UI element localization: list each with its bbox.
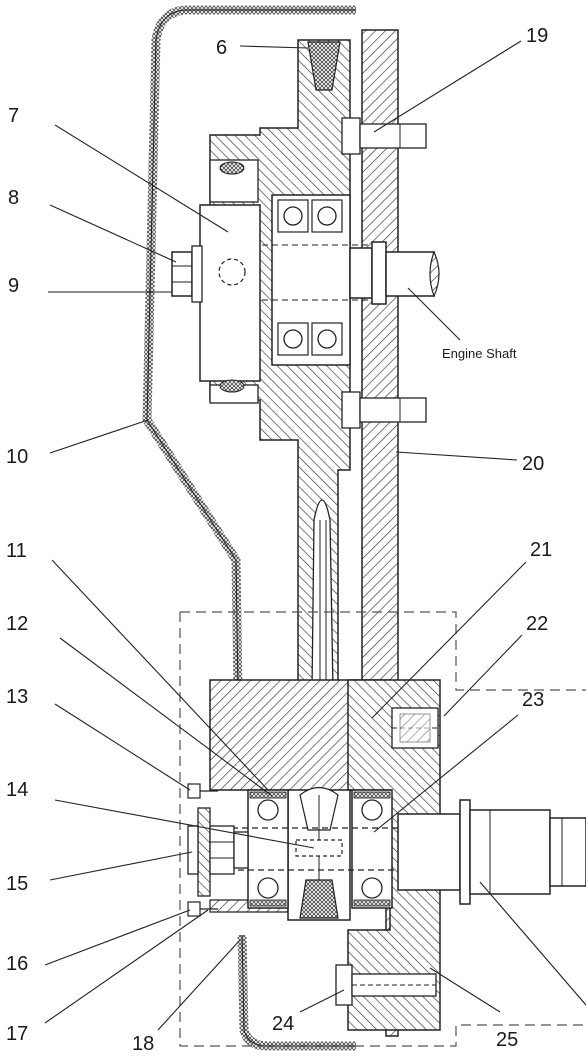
label-7: 7 <box>8 105 19 127</box>
upper-nut <box>171 245 203 303</box>
output-shaft <box>397 799 586 905</box>
label-11: 11 <box>6 540 27 562</box>
engine-shaft-caption: Engine Shaft <box>442 346 517 361</box>
lower-cap-screw <box>187 901 218 917</box>
part-labels: 6 7 8 9 10 11 12 13 14 15 16 17 18 19 20… <box>6 25 552 1055</box>
engine-shaft <box>349 241 440 305</box>
label-23: 23 <box>522 689 544 711</box>
label-9: 9 <box>8 275 19 297</box>
label-24: 24 <box>272 1013 294 1035</box>
label-22: 22 <box>526 613 548 635</box>
label-20: 20 <box>522 453 544 475</box>
lower-bearing-left <box>247 789 289 909</box>
upper-v-belt <box>307 41 341 91</box>
upper-bearing-block <box>262 194 372 366</box>
label-17: 17 <box>6 1023 28 1045</box>
leader-lines <box>44 40 586 1031</box>
lower-bearing-right <box>351 789 393 909</box>
bolt-24 <box>335 964 437 1006</box>
label-19: 19 <box>526 25 548 47</box>
label-6: 6 <box>216 37 227 59</box>
bolt-22 <box>391 707 439 749</box>
upper-hub <box>199 159 261 404</box>
lower-assembly-outline <box>179 611 586 1047</box>
label-12: 12 <box>6 613 28 635</box>
label-14: 14 <box>6 779 28 801</box>
label-13: 13 <box>6 686 28 708</box>
label-16: 16 <box>6 953 28 975</box>
upper-bolt <box>341 117 427 155</box>
label-25: 25 <box>496 1029 518 1051</box>
upper-cap-screw <box>187 783 218 799</box>
label-18: 18 <box>132 1033 154 1055</box>
label-15: 15 <box>6 873 28 895</box>
label-10: 10 <box>6 446 28 468</box>
belt-passage <box>311 499 334 691</box>
label-21: 21 <box>530 539 552 561</box>
lower-upper-bolt <box>341 391 427 429</box>
label-8: 8 <box>8 187 19 209</box>
lower-nut <box>187 807 249 897</box>
